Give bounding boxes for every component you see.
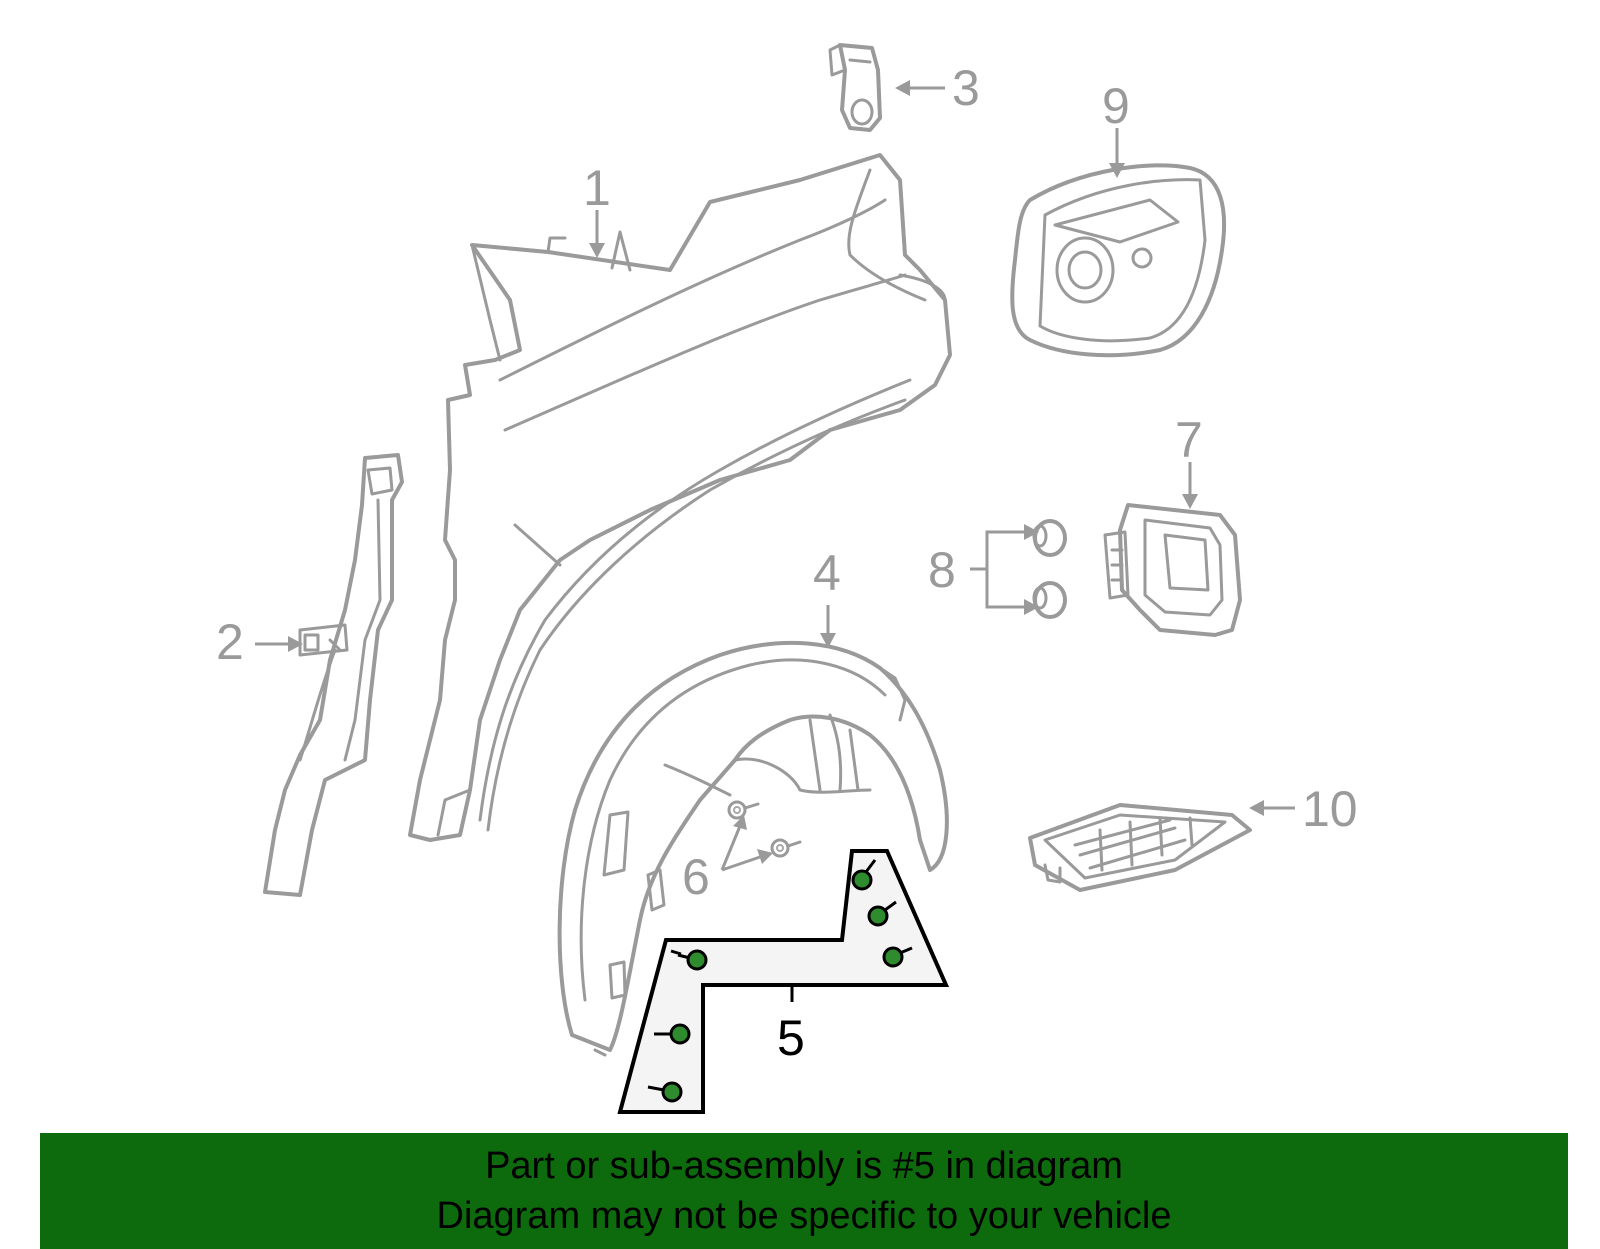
callout-1: 1	[583, 160, 611, 216]
callout-7: 7	[1175, 412, 1203, 468]
callout-labels: 1 2 3 9 7 8 4 6 10 5	[216, 60, 1358, 1066]
callout-6: 6	[682, 849, 710, 905]
callout-9: 9	[1102, 78, 1130, 134]
bolt-3	[647, 1081, 683, 1103]
callout-3: 3	[952, 60, 980, 116]
plugs-part-8	[1032, 519, 1067, 619]
clips-part-6	[727, 800, 802, 858]
fasteners-part-5-highlight[interactable]	[617, 849, 950, 1114]
wheelhouse-liner-part-4	[557, 640, 949, 1057]
quarter-panel-part-1	[408, 153, 952, 842]
bolt-1	[670, 949, 708, 971]
callout-4: 4	[813, 545, 841, 601]
bolt-6	[882, 946, 913, 968]
pillar-reinforcement-part-2	[263, 453, 404, 897]
vent-part-10	[1028, 803, 1252, 892]
callout-5[interactable]: 5	[777, 1010, 805, 1066]
bolt-4	[851, 859, 877, 891]
leader-lines	[255, 80, 1295, 1002]
callout-8: 8	[928, 542, 956, 598]
fuel-filler-housing-part-9	[1010, 163, 1226, 358]
bolt-5	[867, 900, 897, 927]
bracket-part-3	[828, 43, 882, 132]
callout-2: 2	[216, 614, 244, 670]
bolt-2	[654, 1023, 691, 1045]
banner-line-2: Diagram may not be specific to your vehi…	[436, 1195, 1172, 1237]
callout-10: 10	[1302, 781, 1358, 837]
fuel-door-part-7	[1103, 503, 1242, 637]
banner-line-1: Part or sub-assembly is #5 in diagram	[485, 1145, 1123, 1187]
disclaimer-banner: Part or sub-assembly is #5 in diagram Di…	[40, 1133, 1568, 1249]
